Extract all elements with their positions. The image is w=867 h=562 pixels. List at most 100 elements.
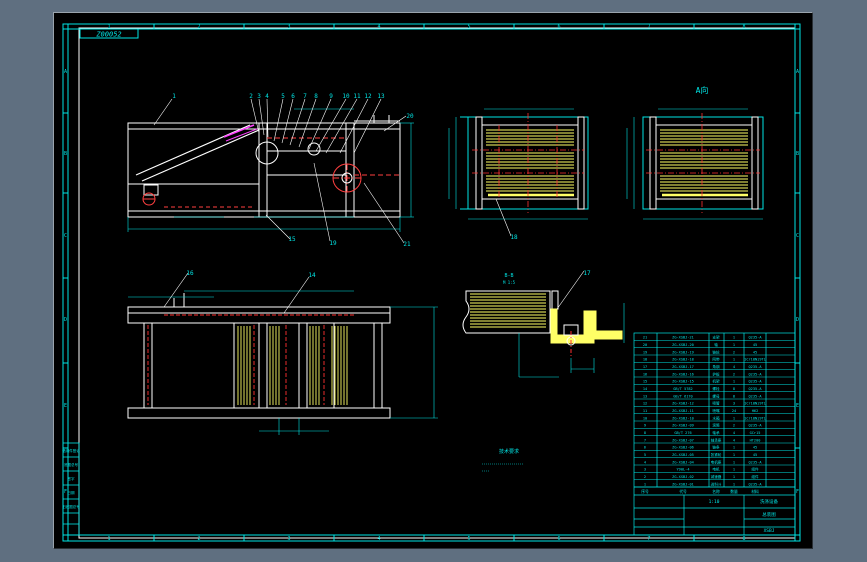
left-strip-label-5: 旧底图总号 [62, 504, 80, 509]
zone-col-7-top: 7 [647, 24, 650, 30]
bom-cell-material: Q235-A [749, 424, 763, 428]
zone-col-6-top: 6 [557, 24, 560, 30]
zone-row-c-left: C [64, 233, 67, 239]
bom-cell-no: 6 [644, 446, 646, 450]
auxiliary-view [642, 116, 764, 210]
bom-cell-qty: 24 [732, 409, 736, 413]
left-strip-label-3: 签字 [68, 476, 75, 481]
cad-drawing-viewport[interactable]: 1 2 3 4 5 6 7 8 1 2 3 4 5 6 7 8 A B C D … [53, 12, 813, 549]
bom-cell-no: 17 [643, 365, 647, 369]
bom-cell-code: ZG-XSBJ-02 [672, 475, 694, 479]
bom-cell-name: 轴承 [712, 430, 720, 435]
zone-row-e-left: E [64, 403, 67, 409]
left-strip-labels: 借用件登记 底图总号 签字 日期 旧底图总号 [62, 448, 80, 509]
bom-cell-code: ZG-XSBJ-21 [672, 336, 694, 340]
balloon-1: 1 [172, 93, 176, 100]
side-view-left-centerlines [472, 113, 584, 213]
bom-cell-code: ZG-XSBJ-16 [672, 372, 694, 376]
bom-cell-name: 电机座 [711, 459, 722, 464]
bom-cell-material: Q235-A [749, 372, 763, 376]
bom-cell-name: 张紧轮 [711, 452, 722, 457]
bom-header-name: 名称 [712, 489, 720, 494]
bom-cell-no: 19 [643, 350, 647, 354]
zone-row-c-right: C [796, 233, 799, 239]
bom-header-material: 材料 [751, 489, 759, 494]
zone-col-2-bottom: 2 [197, 536, 200, 542]
balloon-8: 8 [314, 93, 318, 100]
bom-cell-code: ZG-XSBJ-06 [672, 446, 694, 450]
balloon-9: 9 [329, 93, 333, 100]
bom-cell-code: GB/T 5782 [673, 387, 692, 391]
balloon-leaders [153, 98, 585, 314]
balloon-20: 20 [406, 113, 414, 120]
top-view-dimensions [128, 290, 438, 435]
zone-row-a-left: A [64, 69, 67, 75]
angle-iron-detail [518, 303, 625, 378]
zone-row-e-right: E [796, 403, 799, 409]
balloon-2: 2 [249, 93, 253, 100]
bom-cell-material: 1Cr18Ni9Ti [744, 358, 766, 362]
title-code: XSBJ [764, 528, 775, 534]
front-view [127, 115, 401, 218]
bom-cell-no: 1 [644, 482, 646, 486]
top-view [127, 293, 391, 419]
bom-cell-no: 3 [644, 468, 646, 472]
title-scale: 1:10 [709, 499, 720, 505]
drawing-number: Z00052 [95, 31, 121, 39]
bom-cell-code: ZG-XSBJ-10 [672, 416, 694, 420]
balloon-18: 18 [510, 234, 518, 241]
bom-cell-material: 组件 [751, 467, 759, 472]
bom-cell-name: 减速器 [711, 474, 722, 479]
bom-cell-name: 喷嘴 [712, 408, 720, 413]
auxiliary-view-dimensions [626, 108, 763, 220]
bom-cell-name: 角钢 [712, 364, 720, 369]
bom-cell-material: 1Cr18Ni9Ti [744, 416, 766, 420]
bom-cell-code: ZG-XSBJ-04 [672, 460, 694, 464]
bom-cell-material: Q235-A [749, 387, 763, 391]
left-record-strip [62, 442, 80, 536]
bom-cell-material: Q235-A [749, 460, 763, 464]
bom-cell-qty: 1 [733, 475, 735, 479]
top-view-mesh [237, 326, 348, 405]
bom-cell-code: ZG-XSBJ-11 [672, 409, 694, 413]
bom-cell-name: 机架 [712, 379, 720, 384]
bom-cell-qty: 2 [733, 350, 735, 354]
bom-cell-qty: 1 [733, 343, 735, 347]
bom-cell-name: 螺栓 [712, 386, 720, 391]
bom-cell-no: 21 [643, 336, 647, 340]
bom-cell-code: ZG-XSBJ-20 [672, 343, 694, 347]
zone-col-3-bottom: 3 [287, 536, 290, 542]
zone-row-d-left: D [64, 317, 67, 323]
bom-cell-qty: 4 [733, 438, 735, 442]
bom-cell-qty: 2 [733, 372, 735, 376]
bom-cell-name: 电机 [712, 467, 720, 472]
bom-cell-code: ZG-XSBJ-19 [672, 350, 694, 354]
bom-cell-no: 4 [644, 460, 646, 464]
bom-cell-qty: 1 [733, 453, 735, 457]
zone-col-6-bottom: 6 [557, 536, 560, 542]
side-view-left-mesh [486, 129, 574, 197]
bom-cell-material: 45 [753, 446, 757, 450]
zone-col-7-bottom: 7 [647, 536, 650, 542]
bom-cell-name: 螺母 [712, 393, 720, 398]
zone-labels: 1 2 3 4 5 6 7 8 1 2 3 4 5 6 7 8 A B C D … [64, 24, 799, 542]
bom-cell-qty: 1 [733, 358, 735, 362]
left-strip-label-2: 底图总号 [64, 462, 78, 467]
top-view-hidden-lines [147, 314, 354, 405]
bom-header-no: 序号 [641, 489, 649, 494]
bom-cell-material: GCr15 [750, 431, 761, 435]
bom-cell-no: 10 [643, 416, 647, 420]
title-drawing-name: 洗涤设备 [760, 498, 778, 505]
balloon-5: 5 [281, 93, 285, 100]
zone-col-5-top: 5 [467, 24, 470, 30]
zone-col-8-top: 8 [742, 24, 745, 30]
bom-cell-code: ZG-XSBJ-05 [672, 453, 694, 457]
bom-cell-code: Y90L-4 [677, 468, 690, 472]
section-view [462, 290, 559, 334]
bom-cell-material: Q235-A [749, 394, 763, 398]
bom-cell-qty: 4 [733, 431, 735, 435]
bom-cell-name: 进料斗 [711, 481, 722, 486]
zone-col-1-bottom: 1 [107, 536, 110, 542]
balloon-12: 12 [364, 93, 372, 100]
front-view-dimensions [127, 108, 414, 232]
